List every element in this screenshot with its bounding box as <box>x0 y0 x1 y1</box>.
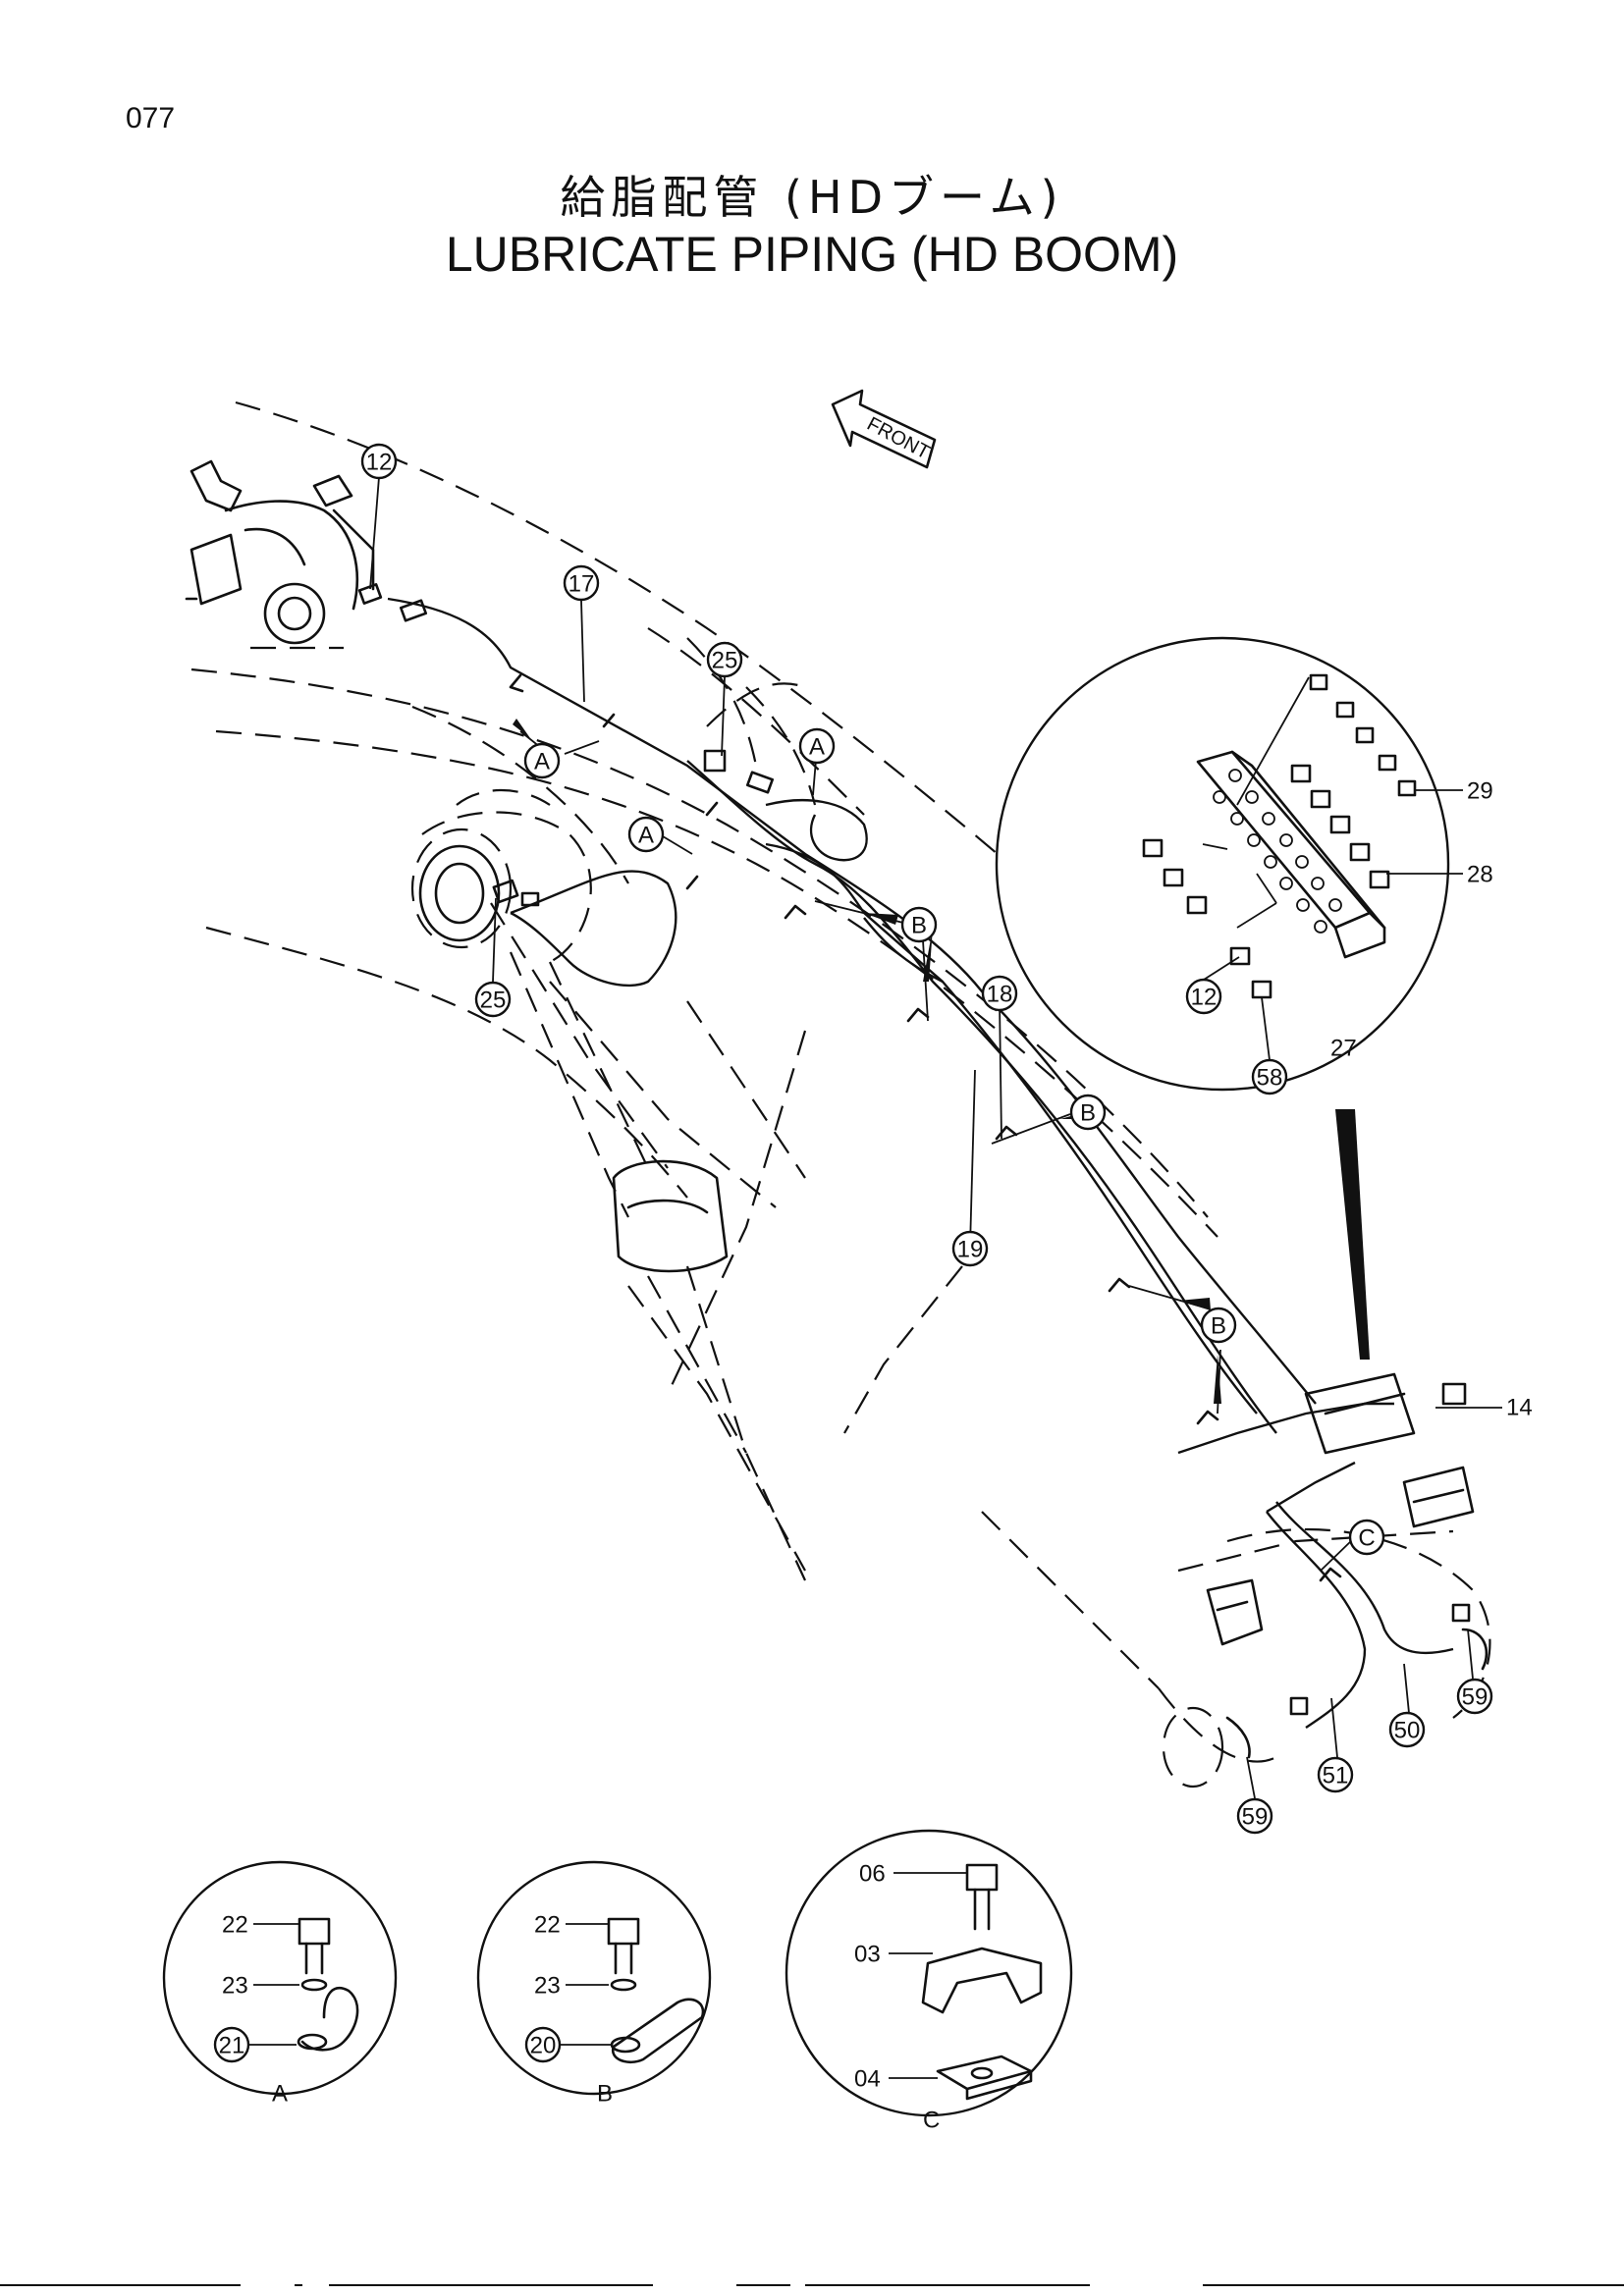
title-english: LUBRICATE PIPING (HD BOOM) <box>445 227 1179 282</box>
callout-58: 58 <box>1251 1058 1288 1095</box>
label-28: 28 <box>1467 862 1493 888</box>
part-labels: 29 28 27 14 <box>1330 778 1533 1421</box>
pipe-clamps <box>509 673 1342 1582</box>
svg-text:18: 18 <box>987 982 1013 1008</box>
detail-view-b: 22 23 20 B <box>476 1860 712 2108</box>
callouts: 12 17 25 25 A A A B B B 18 19 C 50 51 59… <box>360 443 1493 1835</box>
detail-b-label-22: 22 <box>534 1912 561 1939</box>
detail-a-label: A <box>272 2081 288 2108</box>
svg-text:17: 17 <box>568 571 595 598</box>
title-japanese: 給脂配管 (HDブーム) <box>560 171 1064 224</box>
callout-17: 17 <box>563 564 600 602</box>
callout-c: C <box>1348 1519 1385 1556</box>
distribution-block-detail <box>995 636 1450 1092</box>
label-29: 29 <box>1467 778 1493 805</box>
svg-text:51: 51 <box>1323 1763 1349 1789</box>
svg-text:B: B <box>911 913 927 939</box>
detail-a-label-22: 22 <box>222 1912 248 1939</box>
callout-12-detail: 12 <box>1185 978 1222 1015</box>
svg-text:A: A <box>809 734 825 761</box>
callout-25-left: 25 <box>474 981 512 1018</box>
callout-25-top: 25 <box>706 641 743 678</box>
svg-text:12: 12 <box>366 450 393 476</box>
footer-rule-4 <box>736 2284 790 2286</box>
svg-text:50: 50 <box>1394 1718 1421 1744</box>
fittings-detail <box>1142 673 1417 999</box>
detail-a-callout-21: 21 <box>219 2033 245 2059</box>
callout-18: 18 <box>981 975 1018 1012</box>
footer-rule-1 <box>0 2284 241 2286</box>
callout-b-3: B <box>1200 1307 1237 1344</box>
callout-b-1: B <box>900 906 938 943</box>
lubrication-piping <box>387 597 1489 1759</box>
callout-12-top: 12 <box>360 443 398 480</box>
page-number: 077 <box>126 102 176 134</box>
front-arrow-label: FRONT <box>863 413 933 464</box>
front-arrow: FRONT <box>831 389 937 469</box>
detail-a-label-23: 23 <box>222 1973 248 2000</box>
label-27: 27 <box>1330 1036 1357 1062</box>
svg-text:59: 59 <box>1462 1684 1489 1711</box>
callout-19: 19 <box>951 1230 989 1267</box>
callout-a-1: A <box>523 742 561 779</box>
callout-51: 51 <box>1317 1756 1354 1793</box>
callout-a-2: A <box>798 727 836 765</box>
svg-text:12: 12 <box>1191 985 1218 1011</box>
detail-b-label: B <box>597 2081 613 2108</box>
svg-text:25: 25 <box>712 648 738 674</box>
callout-a-3: A <box>627 816 665 853</box>
svg-text:A: A <box>534 749 550 775</box>
detail-c-label-04: 04 <box>854 2066 881 2093</box>
svg-text:19: 19 <box>957 1237 984 1263</box>
boom-outline <box>190 400 1218 1689</box>
callout-59-right: 59 <box>1456 1678 1493 1715</box>
detail-b-callout-20: 20 <box>530 2033 557 2059</box>
detail-c-label-06: 06 <box>859 1861 886 1888</box>
detail-c-label-03: 03 <box>854 1942 881 1968</box>
footer-rule-3 <box>329 2284 653 2286</box>
svg-text:A: A <box>638 823 654 849</box>
svg-text:C: C <box>1358 1525 1375 1552</box>
svg-text:58: 58 <box>1257 1065 1283 1092</box>
label-14: 14 <box>1506 1395 1533 1421</box>
svg-text:B: B <box>1080 1100 1096 1127</box>
svg-text:25: 25 <box>480 988 507 1014</box>
footer-rule-5 <box>805 2284 1090 2286</box>
boom-foot <box>185 459 375 650</box>
callout-59-bottom: 59 <box>1236 1797 1273 1835</box>
svg-text:B: B <box>1211 1313 1226 1340</box>
detail-view-c: 06 03 04 C <box>785 1829 1073 2134</box>
callout-b-2: B <box>1069 1094 1107 1131</box>
grease-fittings <box>357 583 1471 1716</box>
detail-b-label-23: 23 <box>534 1973 561 2000</box>
footer-rule-6 <box>1203 2284 1624 2286</box>
callout-50: 50 <box>1388 1711 1426 1748</box>
detail-c-label: C <box>923 2108 940 2134</box>
svg-text:59: 59 <box>1242 1804 1269 1831</box>
boom-cylinder <box>410 789 747 1454</box>
detail-view-a: 22 23 21 A <box>162 1860 398 2108</box>
footer-rule-2 <box>295 2284 302 2286</box>
boom-tip <box>1158 1466 1491 1789</box>
